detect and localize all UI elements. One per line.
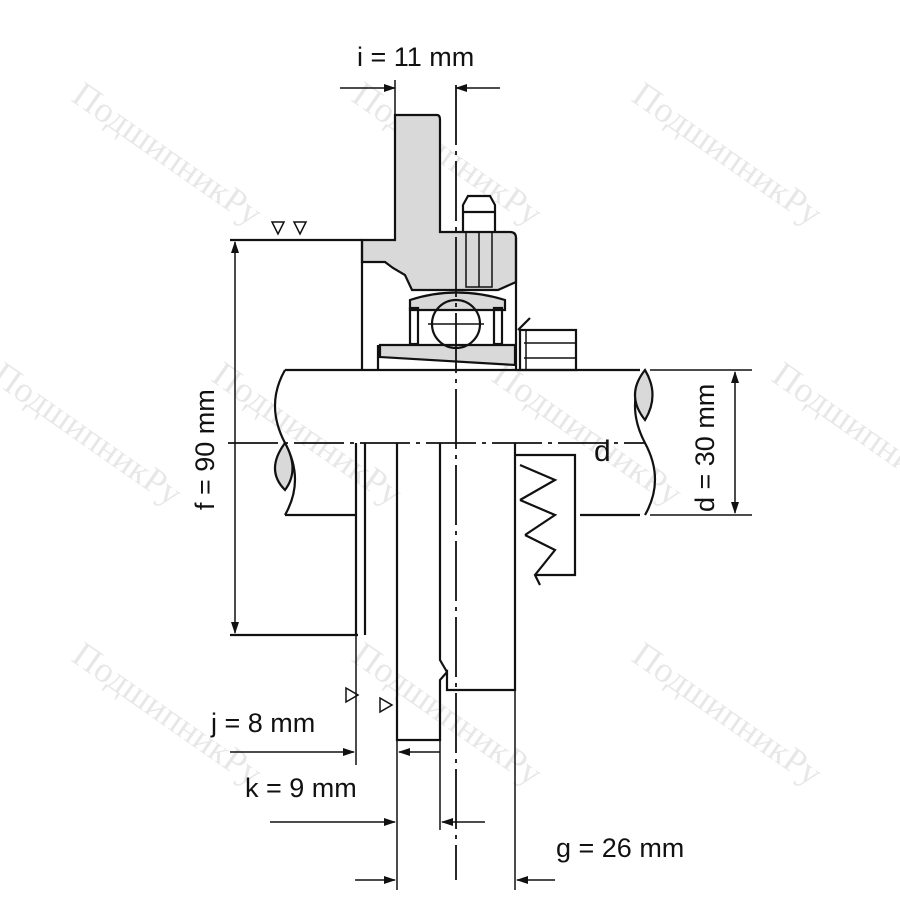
watermark: ПодшипникРу [765,354,900,514]
grease-nipple [461,194,497,288]
watermark: ПодшипникРу [0,354,190,514]
dimension-d: d = 30 mm d [594,369,752,516]
watermark: ПодшипникРу [625,634,829,794]
dimension-j-label: j = 8 mm [210,708,315,738]
watermarks: ПодшипникРу ПодшипникРу ПодшипникРу Подш… [0,74,900,794]
watermark: ПодшипникРу [345,74,549,234]
watermark: ПодшипникРу [625,74,829,234]
surface-finish-symbol [270,221,308,236]
locking-collar [517,317,578,372]
dimension-f: f = 90 mm [190,241,239,634]
bearing-inner-ring [378,343,517,367]
housing-outline [360,238,518,370]
dimension-j: j = 8 mm [210,635,440,890]
watermark: ПодшипникРу [65,74,269,234]
dimension-k: k = 9 mm [245,740,485,830]
housing-section [360,113,518,292]
dimension-i: i = 11 mm [340,42,500,115]
dimension-f-label: f = 90 mm [190,389,220,510]
watermark: ПодшипникРу [205,354,409,514]
dimension-k-label: k = 9 mm [245,773,357,803]
dimension-i-label: i = 11 mm [357,42,474,72]
dimension-d-label: d = 30 mm [690,384,720,512]
watermark: ПодшипникРу [345,634,549,794]
bearing-outer-ring [408,291,507,312]
housing-lower-view [354,443,577,742]
diameter-symbol: d [594,435,611,468]
dimension-g-label: g = 26 mm [556,833,684,863]
dimension-g: g = 26 mm [355,690,684,890]
